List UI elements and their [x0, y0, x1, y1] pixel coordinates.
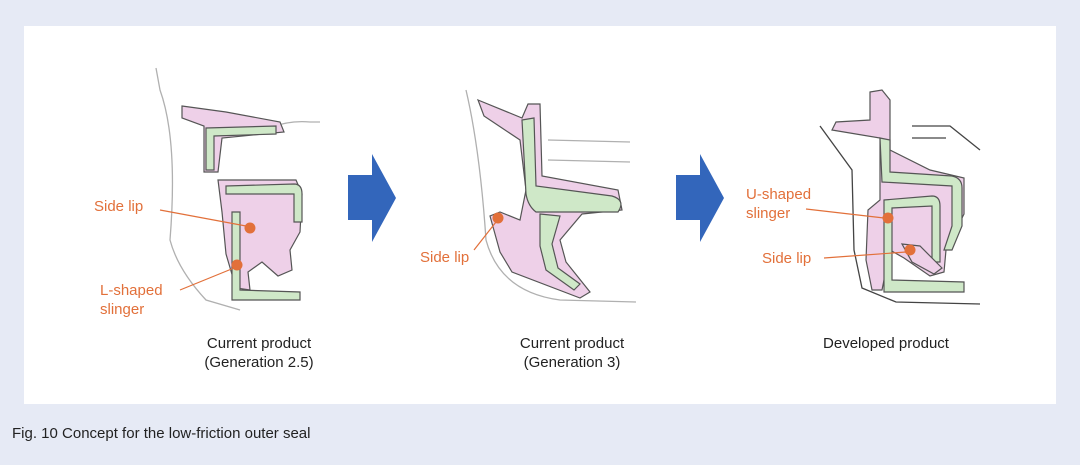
right-arrow-2 [676, 154, 724, 242]
gen25-slinger-label: L-shaped slinger [100, 282, 163, 318]
housing-outline [465, 89, 637, 303]
side-lip-leader [159, 209, 247, 227]
rubber-upper [181, 105, 285, 173]
developed-slinger-label: U-shaped slinger [746, 186, 812, 222]
slinger-leader [805, 208, 885, 219]
outer-case [879, 137, 963, 251]
l-shaped-slinger [231, 211, 301, 301]
developed-side-lip-label: Side lip [762, 250, 812, 267]
housing-outline [155, 67, 241, 311]
housing-outline [819, 125, 981, 305]
u-shaped-slinger [883, 195, 965, 293]
side-lip-marker [904, 244, 916, 256]
right-arrow-1 [348, 154, 396, 242]
figure-caption: Fig. 10 Concept for the low-friction out… [12, 425, 311, 442]
gen3-side-lip-label: Side lip [420, 249, 470, 266]
product-gen25-drawing [155, 67, 320, 311]
upper-case [205, 125, 277, 171]
side-lip-marker [244, 222, 256, 234]
gen25-side-lip-label: Side lip [94, 198, 144, 215]
slinger-marker [882, 212, 894, 224]
product-gen3-drawing [465, 89, 637, 303]
gen3-caption: Current product (Generation 3) [519, 335, 625, 371]
rubber-body [831, 89, 965, 291]
slinger-upper [521, 117, 622, 213]
outer-case [225, 183, 303, 223]
slinger-lower [539, 213, 581, 291]
product-developed-drawing [805, 89, 981, 305]
rubber-lower [217, 179, 303, 291]
gen25-caption: Current product (Generation 2.5) [204, 335, 314, 371]
side-lip-leader [473, 221, 497, 251]
developed-caption: Developed product [823, 335, 949, 352]
shaft-outline [547, 139, 631, 163]
side-lip-leader [823, 251, 907, 259]
side-lip-marker [492, 212, 504, 224]
slinger-marker [231, 259, 243, 271]
slinger-leader [179, 267, 235, 291]
shaft-outline [912, 125, 981, 151]
